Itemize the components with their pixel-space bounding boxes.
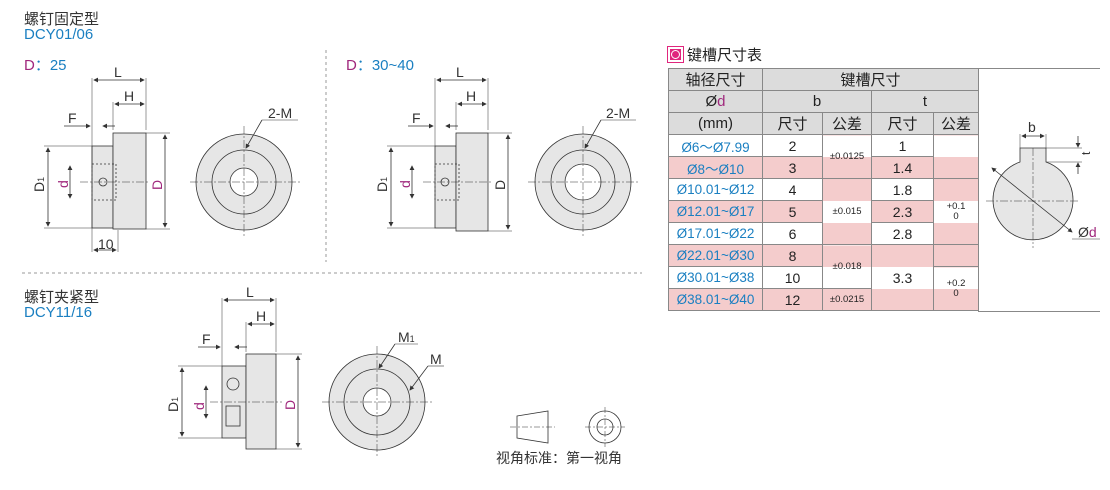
header-keyway: 键槽尺寸 — [762, 68, 979, 91]
header-od: Ød — [668, 90, 763, 113]
keyway-diagram-frame — [978, 68, 1100, 312]
dim-L: L — [114, 64, 122, 80]
variant-1-side-view — [44, 77, 170, 253]
dim-10: 10 — [98, 236, 114, 252]
variant-2-front-view — [528, 119, 640, 238]
first-angle-projection-icon — [510, 407, 625, 447]
key-dim-od: Ød — [1078, 224, 1097, 240]
clamp-side-view — [178, 297, 302, 450]
variant-1-label: D：25 — [24, 57, 67, 74]
dim-L-2: L — [456, 64, 464, 80]
dim-d-3: d — [191, 402, 207, 410]
clamp-type-model: DCY11/16 — [24, 304, 93, 321]
dim-H-2: H — [466, 88, 476, 104]
keyway-table-title: 键槽尺寸表 — [667, 44, 762, 65]
variant-2-label: D：30~40 — [346, 57, 414, 74]
header-b: b — [762, 90, 872, 113]
dim-D1: D1 — [31, 177, 47, 192]
dim-d-2: d — [397, 180, 413, 188]
dim-H-3: H — [256, 308, 266, 324]
dim-2m: 2-M — [268, 105, 292, 121]
variant-2-side-view — [387, 77, 512, 232]
dim-M: M — [430, 351, 442, 367]
section-dividers — [22, 50, 642, 274]
dim-D1-3: D1 — [165, 397, 181, 412]
circle-bullet-icon — [667, 46, 684, 63]
header-t-tol: 公差 — [933, 112, 979, 135]
dim-F: F — [68, 110, 77, 126]
keyway-diagram — [986, 133, 1100, 248]
dim-M1: M1 — [398, 329, 415, 345]
header-b-tol: 公差 — [822, 112, 872, 135]
key-dim-b: b — [1028, 119, 1036, 135]
dim-F-2: F — [412, 110, 421, 126]
key-dim-t: t — [1079, 151, 1093, 155]
dim-D-2: D — [492, 180, 508, 190]
dim-D: D — [149, 180, 165, 190]
dim-L-3: L — [246, 284, 254, 300]
dim-H: H — [124, 88, 134, 104]
header-t: t — [871, 90, 979, 113]
dim-F-3: F — [202, 331, 211, 347]
projection-label: 视角标准：第一视角 — [496, 450, 622, 466]
header-b-size: 尺寸 — [762, 112, 823, 135]
clamp-type-title: 螺钉夹紧型 — [24, 289, 100, 306]
clamp-front-view — [322, 343, 444, 458]
dim-2m-2: 2-M — [606, 105, 630, 121]
header-shaft: 轴径尺寸 — [668, 68, 763, 91]
dim-D1-2: D1 — [374, 177, 390, 192]
header-mm: (mm) — [668, 112, 763, 135]
set-screw-type-model: DCY01/06 — [24, 26, 94, 43]
header-t-size: 尺寸 — [871, 112, 934, 135]
dim-d: d — [55, 180, 71, 188]
set-screw-type-title: 螺钉固定型 — [24, 11, 100, 28]
dim-D-3: D — [282, 400, 298, 410]
variant-1-front-view — [190, 119, 300, 238]
